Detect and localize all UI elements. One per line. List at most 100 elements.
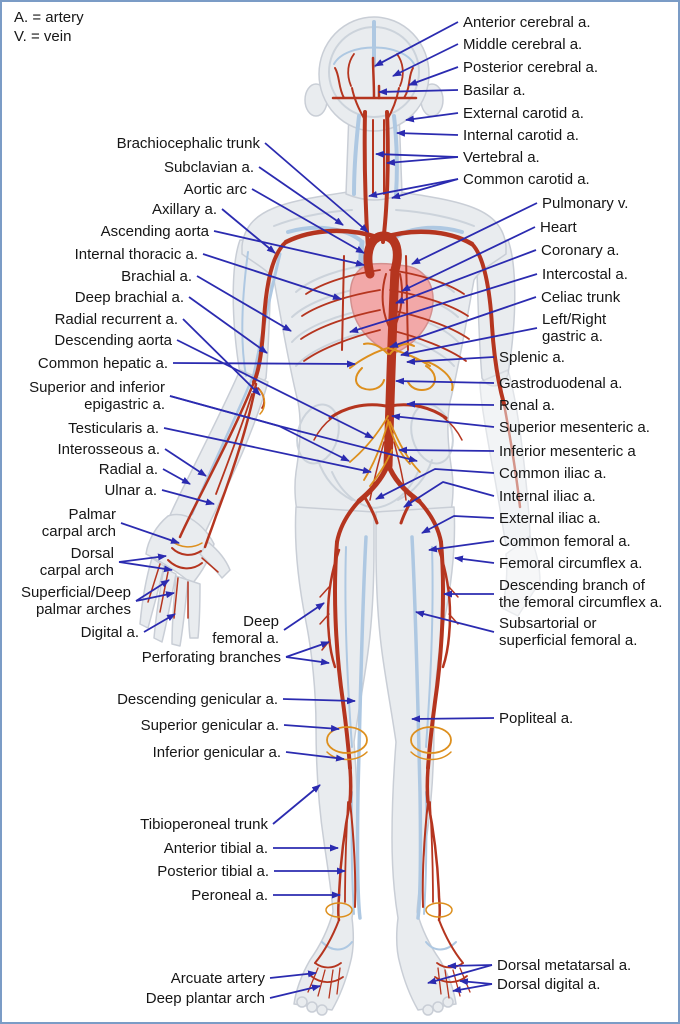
label-inferior-mesenteric-a: Inferior mesenteric a bbox=[499, 443, 636, 460]
label-peroneal-a: Peroneal a. bbox=[191, 887, 268, 904]
label-splenic-a: Splenic a. bbox=[499, 349, 565, 366]
leader-superior-genicular-a bbox=[283, 724, 340, 732]
left-hand bbox=[145, 513, 215, 585]
label-text-line: Renal a. bbox=[499, 396, 555, 414]
label-text-line: Internal thoracic a. bbox=[74, 245, 198, 263]
leader-deep-brachial-a bbox=[188, 296, 268, 354]
label-descending-genicular-a: Descending genicular a. bbox=[117, 691, 278, 708]
label-text-line: Arcuate artery bbox=[170, 969, 265, 987]
toe bbox=[306, 1001, 318, 1013]
label-text-line: Internal carotid a. bbox=[463, 126, 579, 144]
label-aortic-arc: Aortic arc bbox=[184, 181, 247, 198]
leader-superficial-deep-palmar-arches bbox=[135, 579, 170, 602]
label-subclavian-a: Subclavian a. bbox=[164, 159, 254, 176]
label-text-line: Common carotid a. bbox=[463, 170, 590, 188]
label-anterior-tibial-a: Anterior tibial a. bbox=[164, 840, 268, 857]
leader-popliteal-a bbox=[411, 715, 495, 723]
leader-dorsal-digital-a bbox=[452, 983, 493, 994]
legend: A. = artery V. = vein bbox=[14, 8, 84, 46]
label-text-line: Interosseous a. bbox=[57, 440, 160, 458]
leader-common-iliac-a bbox=[375, 468, 495, 500]
label-text-line: Brachial a. bbox=[121, 267, 192, 285]
left-thumb bbox=[199, 541, 231, 579]
leader-basilar-a bbox=[378, 88, 459, 96]
left-forearm bbox=[167, 369, 269, 549]
label-text-line: Perforating branches bbox=[141, 648, 281, 666]
label-text-line: Anterior tibial a. bbox=[163, 839, 268, 857]
leader-arcuate-artery bbox=[269, 970, 317, 979]
label-radial-recurrent-a: Radial recurrent a. bbox=[55, 311, 178, 328]
leader-testicularis-a bbox=[163, 427, 372, 474]
label-text-line: Subsartorial or bbox=[499, 615, 597, 632]
toe bbox=[316, 1004, 328, 1016]
leader-pulmonary-v bbox=[411, 202, 538, 265]
label-tibioperoneal-trunk: Tibioperoneal trunk bbox=[140, 816, 268, 833]
label-text-line: Subclavian a. bbox=[163, 158, 254, 176]
label-common-hepatic-a: Common hepatic a. bbox=[38, 355, 168, 372]
leader-superior-inferior-epigastric-a bbox=[169, 395, 418, 463]
label-descending-aorta: Descending aorta bbox=[54, 332, 172, 349]
label-ulnar-a: Ulnar a. bbox=[104, 482, 157, 499]
left-arm bbox=[232, 239, 273, 387]
left-finger bbox=[187, 579, 201, 639]
leader-middle-cerebral-a bbox=[392, 43, 459, 77]
label-text-line: Brachiocephalic trunk bbox=[116, 134, 260, 152]
leader-deep-femoral-a bbox=[283, 602, 325, 631]
leader-anterior-cerebral-a bbox=[374, 21, 459, 67]
leader-perforating-branches bbox=[285, 641, 330, 658]
head bbox=[318, 16, 430, 132]
toe bbox=[432, 1001, 444, 1013]
label-deep-brachial-a: Deep brachial a. bbox=[75, 289, 184, 306]
leader-dorsal-metatarsal-a bbox=[427, 964, 493, 985]
label-anterior-cerebral-a: Anterior cerebral a. bbox=[463, 14, 591, 31]
label-text-line: Superior and inferior bbox=[29, 379, 165, 396]
legend-artery: A. = artery bbox=[14, 9, 84, 26]
leader-inferior-genicular-a bbox=[285, 751, 345, 762]
leader-celiac-trunk bbox=[389, 296, 537, 348]
label-text-line: Superior genicular a. bbox=[140, 716, 279, 734]
label-external-carotid-a: External carotid a. bbox=[463, 105, 584, 122]
leader-external-carotid-a bbox=[405, 112, 459, 123]
label-text-line: Testicularis a. bbox=[68, 419, 159, 437]
label-coronary-a: Coronary a. bbox=[541, 242, 619, 259]
label-text-line: Palmar bbox=[68, 506, 116, 523]
left-finger bbox=[171, 575, 189, 647]
aorta bbox=[363, 231, 402, 471]
leader-splenic-a bbox=[406, 356, 495, 366]
skeleton-hints bbox=[273, 26, 475, 510]
label-common-iliac-a: Common iliac a. bbox=[499, 465, 607, 482]
label-text-line: Common iliac a. bbox=[499, 464, 607, 482]
leader-inferior-mesenteric-a bbox=[398, 446, 495, 454]
label-basilar-a: Basilar a. bbox=[463, 82, 526, 99]
leader-dorsal-carpal-arch bbox=[118, 561, 173, 573]
label-text-line: Deep plantar arch bbox=[145, 989, 265, 1007]
label-brachiocephalic-trunk: Brachiocephalic trunk bbox=[117, 135, 260, 152]
left-finger bbox=[153, 567, 177, 643]
label-text-line: Superior mesenteric a. bbox=[499, 418, 650, 436]
label-text-line: Coronary a. bbox=[541, 241, 620, 259]
left-ear bbox=[304, 83, 328, 117]
label-text-line: Anterior cerebral a. bbox=[463, 13, 591, 31]
label-text-line: Deep brachial a. bbox=[74, 288, 184, 306]
label-text-line: Dorsal bbox=[70, 545, 114, 562]
label-vertebral-a: Vertebral a. bbox=[463, 149, 540, 166]
leader-coronary-a bbox=[395, 249, 537, 304]
label-internal-iliac-a: Internal iliac a. bbox=[499, 488, 596, 505]
label-testicularis-a: Testicularis a. bbox=[68, 420, 159, 437]
toe bbox=[296, 996, 308, 1008]
label-text-line: Axillary a. bbox=[151, 200, 217, 218]
leader-gastroduodenal-a bbox=[395, 377, 495, 385]
label-text-line: Radial recurrent a. bbox=[54, 310, 178, 328]
leader-descending-aorta bbox=[176, 339, 374, 439]
leader-digital-a bbox=[143, 613, 176, 633]
leader-vertebral-a bbox=[386, 156, 459, 166]
label-inferior-genicular-a: Inferior genicular a. bbox=[153, 744, 281, 761]
label-text-line: Posterior tibial a. bbox=[157, 862, 269, 880]
label-brachial-a: Brachial a. bbox=[121, 268, 192, 285]
label-text-line: Superficial/Deep bbox=[20, 584, 131, 601]
